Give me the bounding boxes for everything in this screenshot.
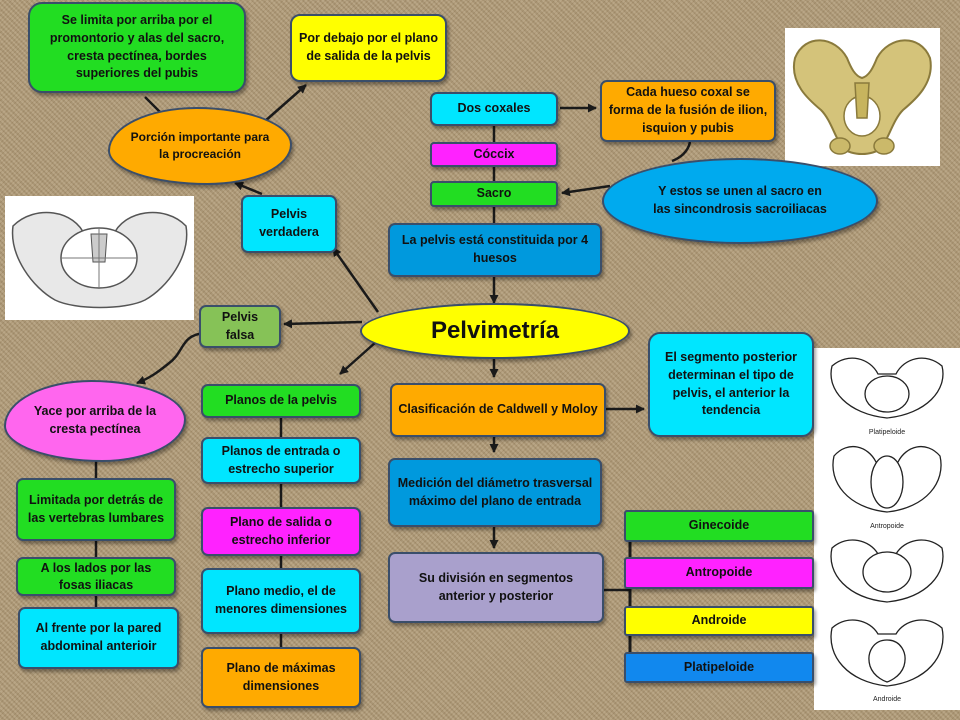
pelvis-types-image: Platipeloide Antropoide Androide: [814, 348, 960, 710]
dos-coxales-box: Dos coxales: [430, 92, 558, 126]
coccix-text: Cóccix: [473, 146, 515, 161]
pelvimetria-title: Pelvimetría: [430, 317, 560, 344]
planos-title-box: Planos de la pelvis: [201, 384, 361, 418]
pelvis-upper-boundary-box: Se limita por arriba por el promontorio …: [28, 2, 246, 93]
plano-salida-text: Plano de salida o estrecho inferior: [229, 514, 333, 547]
posterior-note-box: El segmento posterior determinan el tipo…: [648, 332, 814, 437]
constituida-text: La pelvis está constituida por 4 huesos: [401, 233, 589, 265]
frente-box: Al frente por la pared abdominal anterio…: [18, 607, 179, 669]
pelvis-bone-image: [785, 28, 940, 166]
plano-entrada-text: Planos de entrada o estrecho superior: [221, 443, 341, 476]
type-platipeloide: Platipeloide: [624, 652, 814, 683]
plano-salida-box: Plano de salida o estrecho inferior: [201, 507, 361, 556]
pelvis-falsa-text: Pelvis falsa: [221, 309, 259, 342]
pelvis-drawing-image: [5, 196, 194, 320]
sincondrosis-text: Y estos se unen al sacro en las sincondr…: [653, 184, 827, 216]
clasificacion-box: Clasificación de Caldwell y Moloy: [390, 383, 606, 437]
pelvis-type-label-1: Platipeloide: [869, 429, 905, 436]
pelvimetria-center: Pelvimetría: [360, 303, 630, 359]
medicion-text: Medición del diámetro trasversal máximo …: [397, 475, 593, 508]
limitada-box: Limitada por detrás de las vertebras lum…: [16, 478, 176, 541]
coxal-fusion-text: Cada hueso coxal se forma de la fusión d…: [608, 85, 768, 135]
lados-box: A los lados por las fosas iliacas: [16, 557, 176, 596]
division-box: Su división en segmentos anterior y post…: [388, 552, 604, 623]
pelvis-type-label-2: Antropoide: [870, 523, 904, 530]
type-antropoide: Antropoide: [624, 557, 814, 589]
medicion-box: Medición del diámetro trasversal máximo …: [388, 458, 602, 527]
pelvis-verdadera-text: Pelvis verdadera: [259, 207, 319, 239]
pelvis-verdadera-box: Pelvis verdadera: [241, 195, 337, 253]
type-platipeloide-text: Platipeloide: [683, 659, 755, 674]
coccix-box: Cóccix: [430, 142, 558, 167]
planos-title-text: Planos de la pelvis: [225, 393, 337, 408]
frente-text: Al frente por la pared abdominal anterio…: [35, 621, 162, 653]
plano-medio-text: Plano medio, el de menores dimensiones: [215, 584, 347, 616]
pelvis-falsa-box: Pelvis falsa: [199, 305, 281, 348]
lados-text: A los lados por las fosas iliacas: [40, 561, 152, 592]
type-ginecoide: Ginecoide: [624, 510, 814, 542]
yace-cloud: Yace por arriba de la cresta pectínea: [4, 380, 186, 462]
type-ginecoide-text: Ginecoide: [688, 518, 750, 533]
pelvis-types-icon: Platipeloide Antropoide Androide: [830, 357, 944, 703]
division-text: Su división en segmentos anterior y post…: [418, 570, 574, 603]
coxal-fusion-box: Cada hueso coxal se forma de la fusión d…: [600, 80, 776, 142]
plano-maximas-text: Plano de máximas dimensiones: [226, 660, 336, 693]
limitada-text: Limitada por detrás de las vertebras lum…: [27, 492, 165, 525]
pelvis-bone-icon: [792, 39, 932, 155]
pelvis-type-label-3: Androide: [873, 696, 901, 703]
type-androide-text: Androide: [691, 613, 747, 628]
plano-medio-box: Plano medio, el de menores dimensiones: [201, 568, 361, 634]
plano-maximas-box: Plano de máximas dimensiones: [201, 647, 361, 708]
pelvis-upper-boundary-text: Se limita por arriba por el promontorio …: [49, 13, 225, 81]
posterior-note-text: El segmento posterior determinan el tipo…: [665, 350, 797, 418]
constituida-box: La pelvis está constituida por 4 huesos: [388, 223, 602, 277]
sacro-box: Sacro: [430, 181, 558, 207]
pelvis-outlet-boundary-text: Por debajo por el plano de salida de la …: [299, 31, 438, 63]
sincondrosis-ellipse: Y estos se unen al sacro en las sincondr…: [602, 158, 878, 244]
clasificacion-text: Clasificación de Caldwell y Moloy: [398, 402, 598, 417]
pelvis-outlet-boundary-box: Por debajo por el plano de salida de la …: [290, 14, 447, 82]
procreation-cloud: Porción importante para la procreación: [108, 107, 292, 185]
procreation-text: Porción importante para la procreación: [130, 129, 270, 161]
pelvis-outline-icon: [11, 211, 188, 309]
sacro-text: Sacro: [476, 186, 512, 201]
type-androide: Androide: [624, 606, 814, 636]
dos-coxales-text: Dos coxales: [457, 101, 531, 116]
yace-text: Yace por arriba de la cresta pectínea: [33, 404, 157, 436]
type-antropoide-text: Antropoide: [685, 565, 753, 580]
plano-entrada-box: Planos de entrada o estrecho superior: [201, 437, 361, 484]
